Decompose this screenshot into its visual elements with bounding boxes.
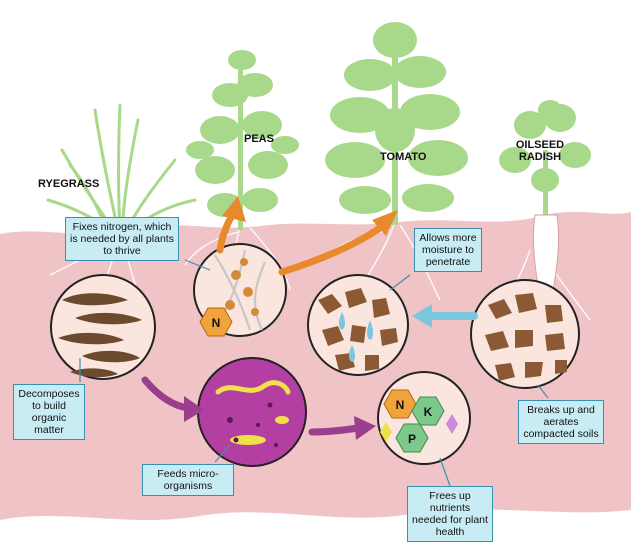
tomato-plant [325, 22, 468, 225]
nitrogen-pea-letter: N [212, 316, 221, 330]
phosphorus-letter: P [408, 432, 416, 446]
peas-plant [186, 50, 299, 230]
frees-callout: Frees up nutrients needed for plant heal… [407, 486, 493, 542]
feeds-callout: Feeds micro-organisms [142, 464, 234, 496]
oilseed-radish-label: OILSEED RADISH [505, 139, 575, 163]
decomposes-callout: Decomposes to build organic matter [13, 384, 85, 440]
nitrogen-callout: Fixes nitrogen, which is needed by all p… [65, 217, 179, 261]
nitrogen-letter: N [396, 398, 405, 412]
potassium-letter: K [424, 405, 433, 419]
moisture-soil-circle [308, 275, 408, 375]
compacted-soil-circle [471, 280, 579, 388]
organic-matter-circle [51, 275, 155, 379]
ryegrass-plant [48, 105, 195, 232]
microbes-to-nutrients-arrow [312, 428, 358, 432]
microorganisms-circle [198, 358, 306, 466]
tomato-label: TOMATO [380, 151, 426, 163]
moisture-callout: Allows more moisture to penetrate [414, 228, 482, 272]
nitrogen-nodules-circle [194, 244, 286, 336]
breaks-up-callout: Breaks up and aerates compacted soils [518, 400, 604, 444]
ryegrass-label: RYEGRASS [38, 178, 99, 190]
peas-label: PEAS [244, 133, 274, 145]
